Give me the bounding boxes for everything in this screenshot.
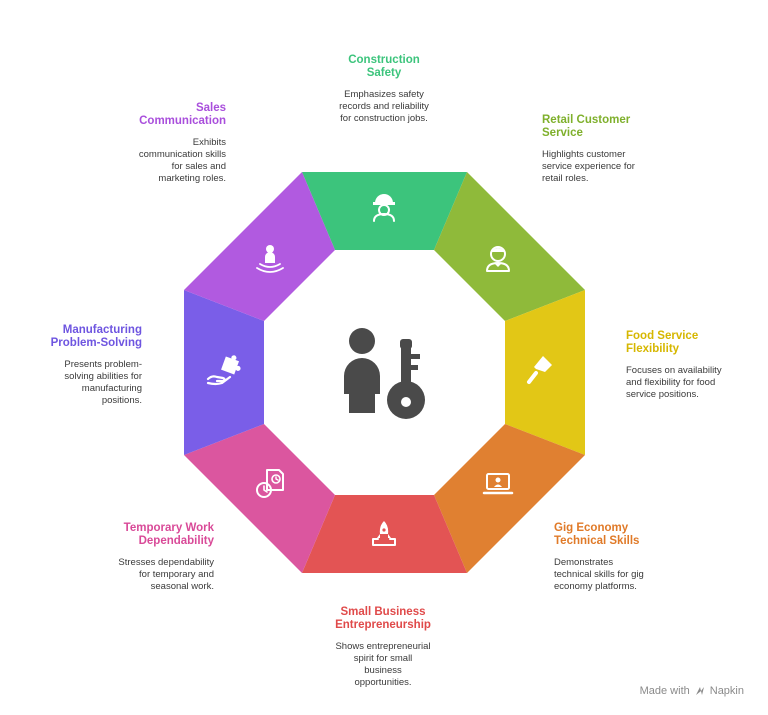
segment-construction-shape: [302, 172, 467, 250]
segment-retail: [434, 172, 585, 321]
segment-temporary: [184, 424, 335, 573]
segment-small-business: [302, 495, 467, 573]
segment-gig: [434, 424, 585, 573]
schedule-document-icon: [256, 469, 284, 498]
puzzle-hand-icon: [206, 355, 241, 386]
watermark-text: Made with: [639, 685, 690, 697]
segment-retail-shape: [434, 172, 585, 321]
watermark: Made with Napkin: [640, 685, 744, 697]
segment-manufacturing: [184, 290, 264, 455]
shop-assistant-icon: [486, 246, 510, 272]
segment-food: [505, 290, 585, 455]
segment-sales: [184, 172, 335, 321]
rocket-launch-icon: [372, 521, 396, 546]
speaker-person-icon: [256, 245, 284, 273]
segment-temporary-shape: [184, 424, 335, 573]
watermark-brand: Napkin: [709, 685, 744, 697]
segment-sales-shape: [184, 172, 335, 321]
napkin-logo-icon: [695, 687, 704, 695]
laptop-user-icon: [482, 473, 514, 495]
person-key-icon: [344, 328, 425, 419]
segment-construction: [302, 172, 467, 250]
segment-food-shape: [505, 290, 585, 455]
worker-helmet-icon: [373, 194, 395, 222]
segment-gig-shape: [434, 424, 585, 573]
spatula-icon: [527, 356, 552, 384]
segment-manufacturing-shape: [184, 290, 264, 455]
